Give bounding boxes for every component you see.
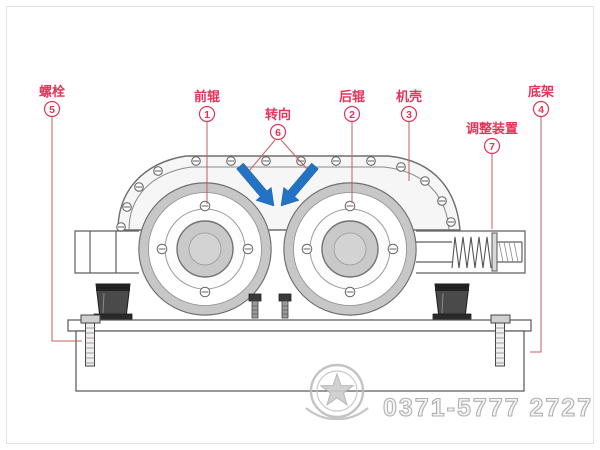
- label-bolt-circle: [43, 100, 61, 118]
- rear-roller: [283, 182, 417, 316]
- star-icon: [319, 372, 355, 407]
- label-bolt-text: 螺栓: [39, 84, 65, 99]
- leader-rotation-right: [280, 139, 308, 170]
- label-casing-num: 3: [406, 109, 412, 121]
- label-bolt: 螺栓 5: [39, 84, 65, 118]
- thread-lines: [85, 327, 95, 364]
- leader-lines: [51, 117, 542, 353]
- frame-rails: [74, 230, 526, 274]
- front-roller-shaft: [188, 232, 222, 266]
- label-rear-roller-circle: [343, 105, 361, 123]
- bearing-block-left: [93, 283, 133, 321]
- label-rear-roller-text: 后辊: [339, 89, 365, 104]
- rotation-arrow-right: [280, 162, 319, 207]
- label-front-roller-circle: [198, 105, 216, 123]
- rotation-arrows: [236, 162, 319, 207]
- label-adjuster-num: 7: [489, 141, 495, 153]
- rotation-arrow-left: [236, 162, 275, 207]
- page-border: [6, 6, 594, 444]
- adjustment-device: [416, 232, 523, 272]
- leader-bolt: [51, 117, 82, 342]
- front-roller: [138, 182, 272, 316]
- labels: 螺栓 5 前辊 1 转向 6 后辊 2 机壳 3 调整装置 7: [39, 84, 554, 155]
- rear-roller-screws: [301, 200, 399, 298]
- label-adjuster-circle: [483, 137, 501, 155]
- label-front-roller: 前辊 1: [194, 89, 220, 123]
- label-base-circle: [532, 100, 550, 118]
- frame-rail-left: [74, 230, 139, 274]
- adjustment-spring: [451, 236, 492, 269]
- label-base-text: 底架: [528, 84, 554, 99]
- spring-seat-plate: [491, 232, 498, 272]
- front-roller-screws: [156, 200, 254, 298]
- watermark-phone: 0371-5777 2727: [383, 394, 593, 422]
- threaded-rod: [497, 241, 523, 263]
- label-front-roller-text: 前辊: [194, 89, 220, 104]
- rear-roller-shaft: [333, 232, 367, 266]
- rear-roller-ring-inner-edge: [293, 192, 407, 306]
- label-rotation: 转向 6: [265, 107, 291, 141]
- bearing-block-right: [432, 283, 472, 321]
- rear-roller-ring: [284, 183, 416, 315]
- center-bolt-right: [278, 293, 292, 319]
- label-rear-roller-num: 2: [349, 109, 355, 121]
- center-bolt-left: [248, 293, 262, 319]
- thread-lines: [495, 327, 505, 364]
- label-rotation-text: 转向: [265, 107, 291, 122]
- anchor-bolts: [80, 293, 511, 367]
- leader-rotation-left: [248, 139, 276, 172]
- label-casing: 机壳 3: [396, 89, 422, 123]
- base-body: [75, 330, 525, 392]
- housing-bolts: [116, 156, 456, 232]
- label-adjuster-text: 调整装置: [466, 121, 518, 136]
- watermark: 0371-5777 2727: [305, 363, 593, 423]
- label-base: 底架 4: [528, 84, 554, 118]
- label-front-roller-num: 1: [204, 109, 210, 121]
- front-roller-ring-inner-edge: [148, 192, 262, 306]
- frame-rail-right: [416, 230, 526, 274]
- base-frame: [67, 319, 532, 392]
- label-rear-roller: 后辊 2: [339, 89, 365, 123]
- watermark-star-logo: [305, 363, 369, 421]
- label-casing-text: 机壳: [396, 89, 422, 104]
- base-plate: [67, 319, 532, 332]
- thread-hatch: [498, 241, 519, 263]
- label-rotation-num: 6: [275, 127, 281, 139]
- label-bolt-num: 5: [49, 104, 55, 116]
- bearing-blocks: [93, 283, 472, 321]
- anchor-bolt-right: [490, 314, 511, 367]
- label-adjuster: 调整装置 7: [466, 121, 518, 155]
- leader-base: [530, 117, 542, 353]
- label-rotation-circle: [269, 123, 287, 141]
- label-base-num: 4: [538, 104, 544, 116]
- anchor-bolt-left: [80, 314, 101, 367]
- front-roller-ring: [139, 183, 271, 315]
- label-casing-circle: [400, 105, 418, 123]
